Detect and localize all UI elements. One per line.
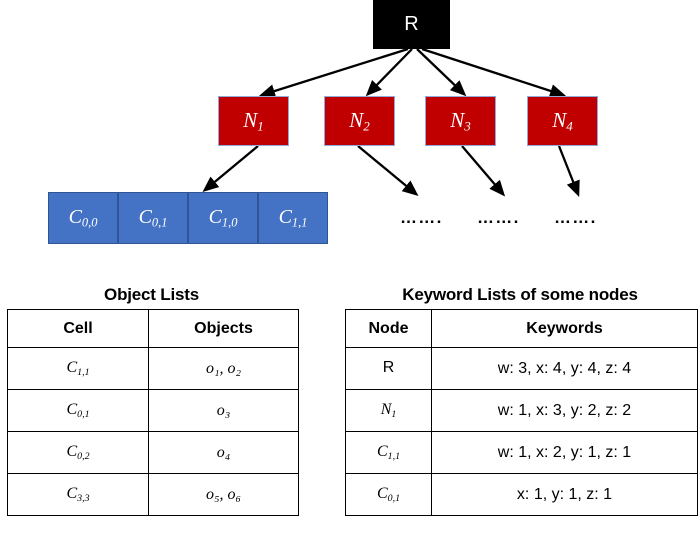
tree-node-n3-label: N3: [450, 107, 471, 134]
arrow-root-to-n2: [365, 48, 413, 97]
object-row-objects: o₁, o₂: [148, 347, 299, 390]
object-row-cell: C0,2: [7, 431, 149, 474]
table-row: C0,1 x: 1, y: 1, z: 1: [345, 473, 698, 516]
column-header-keywords: Keywords: [431, 309, 698, 348]
tree-cell-c10-label: C1,0: [208, 205, 238, 230]
keyword-row-node: C0,1: [345, 473, 432, 516]
keyword-row-keywords: w: 3, x: 4, y: 4, z: 4: [431, 347, 698, 390]
ellipsis-under-n4: …….: [554, 208, 597, 227]
object-row-objects: o₅, o₆: [148, 473, 299, 516]
tree-cell-c11[interactable]: C1,1: [258, 192, 328, 244]
column-header-node: Node: [345, 309, 432, 348]
ellipsis-under-n2: …….: [400, 208, 443, 227]
tree-cell-c01-label: C0,1: [138, 205, 168, 230]
tree-cell-c10[interactable]: C1,0: [188, 192, 258, 244]
tree-node-n3[interactable]: N3: [425, 96, 496, 146]
arrow-n1-to-cell: [202, 145, 259, 193]
column-header-cell: Cell: [7, 309, 149, 348]
tree-cell-c00-label: C0,0: [68, 205, 98, 230]
keyword-row-keywords: w: 1, x: 3, y: 2, z: 2: [431, 389, 698, 432]
keyword-row-keywords: w: 1, x: 2, y: 1, z: 1: [431, 431, 698, 474]
table-row: N1 w: 1, x: 3, y: 2, z: 2: [345, 389, 698, 432]
tree-node-n1[interactable]: N1: [218, 96, 289, 146]
tree-cell-c01[interactable]: C0,1: [118, 192, 188, 244]
table-header-row: Cell Objects: [7, 309, 299, 348]
arrow-n2-to-dots: [357, 145, 419, 197]
arrow-n3-to-dots: [461, 145, 506, 197]
object-lists-title: Object Lists: [104, 285, 199, 304]
object-lists-block: Object Lists Cell Objects C1,1 o₁, o₂ C0…: [7, 285, 299, 516]
tree-node-root[interactable]: R: [373, 0, 450, 49]
tree-node-n2-label: N2: [349, 107, 370, 134]
object-lists-table: Cell Objects C1,1 o₁, o₂ C0,1 o₃ C0,2 o₄: [7, 309, 299, 516]
arrow-root-to-n3: [416, 48, 467, 97]
keyword-lists-block: Keyword Lists of some nodes Node Keyword…: [345, 285, 698, 516]
arrow-root-to-n1: [258, 47, 409, 98]
tree-node-root-label: R: [404, 13, 419, 35]
tree-cell-c11-label: C1,1: [278, 205, 308, 230]
tree-node-n4[interactable]: N4: [527, 96, 598, 146]
table-row: R w: 3, x: 4, y: 4, z: 4: [345, 347, 698, 390]
table-header-row: Node Keywords: [345, 309, 698, 348]
tree-cell-c00[interactable]: C0,0: [48, 192, 118, 244]
keyword-lists-table: Node Keywords R w: 3, x: 4, y: 4, z: 4 N…: [345, 309, 698, 516]
table-row: C0,1 o₃: [7, 389, 299, 432]
column-header-objects: Objects: [148, 309, 299, 348]
table-row: C3,3 o₅, o₆: [7, 473, 299, 516]
object-row-cell: C0,1: [7, 389, 149, 432]
tree-node-n2[interactable]: N2: [324, 96, 395, 146]
keyword-lists-title: Keyword Lists of some nodes: [402, 285, 638, 304]
table-row: C0,2 o₄: [7, 431, 299, 474]
keyword-row-node: N1: [345, 389, 432, 432]
object-row-objects: o₃: [148, 389, 299, 432]
keyword-row-node: C1,1: [345, 431, 432, 474]
arrow-n4-to-dots: [557, 145, 580, 197]
table-row: C1,1 o₁, o₂: [7, 347, 299, 390]
tree-arrows: [202, 47, 580, 197]
keyword-row-node: R: [345, 347, 432, 390]
tree-node-n1-label: N1: [243, 107, 264, 134]
object-row-cell: C3,3: [7, 473, 149, 516]
keyword-row-keywords: x: 1, y: 1, z: 1: [431, 473, 698, 516]
table-row: C1,1 w: 1, x: 2, y: 1, z: 1: [345, 431, 698, 474]
ellipsis-under-n3: …….: [477, 208, 520, 227]
object-row-cell: C1,1: [7, 347, 149, 390]
tree-node-n4-label: N4: [552, 107, 573, 134]
object-row-objects: o₄: [148, 431, 299, 474]
arrow-root-to-n4: [421, 47, 567, 98]
